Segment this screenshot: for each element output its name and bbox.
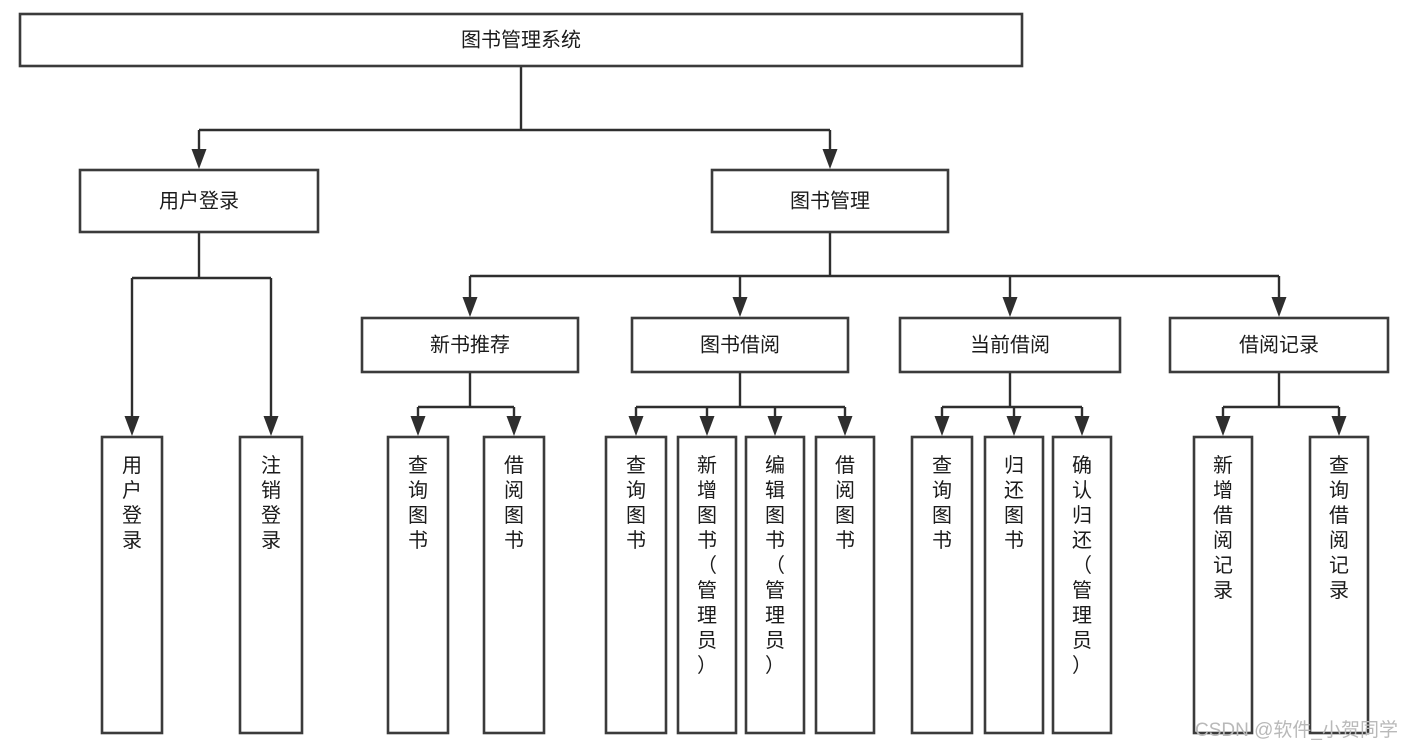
edge-arrowhead [1215, 416, 1231, 436]
edge-group-current-borrow [934, 372, 1090, 436]
edge-arrowhead [1331, 416, 1347, 436]
edge-group-root [191, 66, 838, 169]
node-box [386, 435, 450, 735]
node-label: 注销登录 [261, 454, 281, 552]
edge-arrowhead [732, 297, 748, 317]
node-leaf-confirm-return[interactable]: 确认归还（管理员） [1051, 435, 1113, 735]
node-box [910, 435, 974, 735]
node-box [18, 12, 1024, 68]
node-leaf-user-login[interactable]: 用户登录 [100, 435, 164, 735]
node-box [604, 435, 668, 735]
node-box [1168, 316, 1390, 374]
nodes-layer: 图书管理系统用户登录图书管理新书推荐图书借阅当前借阅借阅记录用户登录注销登录查询… [18, 12, 1390, 735]
node-leaf-query-book-1[interactable]: 查询图书 [386, 435, 450, 735]
node-box [710, 168, 950, 234]
csdn-watermark: CSDN @软件_小贺同学 [1195, 719, 1398, 741]
node-box [1192, 435, 1254, 735]
node-new-book-rec[interactable]: 新书推荐 [360, 316, 580, 374]
node-label: 查询借阅记录 [1329, 454, 1349, 602]
node-box [630, 316, 850, 374]
node-label: 新增图书（管理员） [697, 454, 717, 677]
edge-arrowhead [191, 149, 207, 169]
node-leaf-edit-book[interactable]: 编辑图书（管理员） [744, 435, 806, 735]
node-label: 确认归还（管理员） [1072, 454, 1092, 677]
node-label: 查询图书 [932, 454, 952, 552]
node-leaf-query-book-3[interactable]: 查询图书 [910, 435, 974, 735]
node-label: 归还图书 [1004, 454, 1024, 552]
node-box [1051, 435, 1113, 735]
node-label: 查询图书 [408, 454, 428, 552]
edge-group-book-manage [462, 232, 1287, 317]
edge-arrowhead [934, 416, 950, 436]
node-leaf-borrow-book-2[interactable]: 借阅图书 [814, 435, 876, 735]
node-book-borrow[interactable]: 图书借阅 [630, 316, 850, 374]
node-label: 图书管理 [790, 189, 870, 212]
node-label: 编辑图书（管理员） [765, 454, 785, 677]
edge-group-user-login [124, 232, 279, 436]
edges-layer [124, 66, 1347, 436]
node-box [238, 435, 304, 735]
node-label: 新书推荐 [430, 333, 510, 356]
edge-arrowhead [124, 416, 140, 436]
node-leaf-add-record[interactable]: 新增借阅记录 [1192, 435, 1254, 735]
edge-arrowhead [462, 297, 478, 317]
edge-arrowhead [263, 416, 279, 436]
node-box [898, 316, 1122, 374]
node-box [676, 435, 738, 735]
edge-arrowhead [699, 416, 715, 436]
node-label: 用户登录 [122, 455, 142, 552]
node-label: 新增借阅记录 [1213, 454, 1233, 602]
edge-arrowhead [1271, 297, 1287, 317]
node-box [1308, 435, 1370, 735]
node-box [744, 435, 806, 735]
node-box [983, 435, 1045, 735]
node-box [482, 435, 546, 735]
node-label: 借阅图书 [504, 454, 524, 552]
node-label: 图书管理系统 [461, 28, 581, 51]
node-box [360, 316, 580, 374]
edge-arrowhead [1006, 416, 1022, 436]
edge-group-borrow-record [1215, 372, 1347, 436]
edge-arrowhead [1002, 297, 1018, 317]
edge-arrowhead [837, 416, 853, 436]
edge-arrowhead [506, 416, 522, 436]
node-box [814, 435, 876, 735]
node-label: 图书借阅 [700, 333, 780, 356]
edge-arrowhead [1074, 416, 1090, 436]
node-label: 当前借阅 [970, 333, 1050, 356]
node-label: 借阅记录 [1239, 333, 1319, 356]
edge-group-book-borrow [628, 372, 853, 436]
node-leaf-return-book[interactable]: 归还图书 [983, 435, 1045, 735]
edge-arrowhead [822, 149, 838, 169]
edge-arrowhead [628, 416, 644, 436]
node-leaf-query-book-2[interactable]: 查询图书 [604, 435, 668, 735]
node-box [78, 168, 320, 234]
edge-arrowhead [410, 416, 426, 436]
node-leaf-borrow-book-1[interactable]: 借阅图书 [482, 435, 546, 735]
node-current-borrow[interactable]: 当前借阅 [898, 316, 1122, 374]
node-leaf-add-book[interactable]: 新增图书（管理员） [676, 435, 738, 735]
node-root[interactable]: 图书管理系统 [18, 12, 1024, 68]
node-box [100, 435, 164, 735]
node-leaf-query-record[interactable]: 查询借阅记录 [1308, 435, 1370, 735]
edge-group-new-book-rec [410, 372, 522, 436]
edge-arrowhead [767, 416, 783, 436]
node-book-manage[interactable]: 图书管理 [710, 168, 950, 234]
node-label: 查询图书 [626, 454, 646, 552]
node-label: 用户登录 [159, 189, 239, 212]
node-borrow-record[interactable]: 借阅记录 [1168, 316, 1390, 374]
node-leaf-logout[interactable]: 注销登录 [238, 435, 304, 735]
node-user-login[interactable]: 用户登录 [78, 168, 320, 234]
node-label: 借阅图书 [835, 454, 855, 552]
